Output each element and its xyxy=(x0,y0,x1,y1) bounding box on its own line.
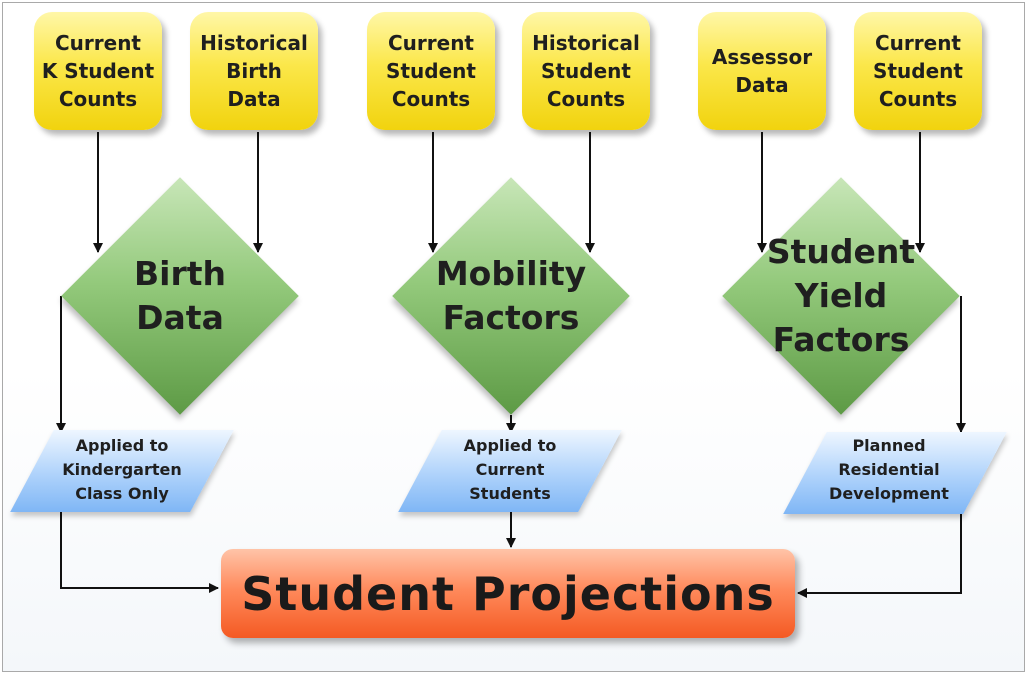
input-historical-birth-data: Historical Birth Data xyxy=(190,12,318,130)
arrow-planned-to-result xyxy=(797,492,962,598)
result-student-projections: Student Projections xyxy=(221,549,795,638)
input-label: Assessor Data xyxy=(711,45,813,97)
input-current-student-counts: Current Student Counts xyxy=(367,12,495,130)
input-historical-student-counts: Historical Student Counts xyxy=(522,12,650,130)
arrow-applied-k-to-result xyxy=(60,512,219,593)
input-label: Current Student Counts xyxy=(386,31,476,111)
factor-birth-data-label: Birth Data xyxy=(133,254,226,337)
result-label: Student Projections xyxy=(241,566,775,621)
application-kindergarten-label: Applied to Kindergarten Class Only xyxy=(62,436,182,503)
factor-student-yield-label: Student Yield Factors xyxy=(766,232,916,359)
input-label: Historical Birth Data xyxy=(200,31,308,111)
application-planned-residential-label: Planned Residential Development xyxy=(829,436,949,503)
input-label: Historical Student Counts xyxy=(532,31,640,111)
input-label: Current Student Counts xyxy=(873,31,963,111)
factor-mobility-label: Mobility Factors xyxy=(435,254,587,337)
input-current-k-student-counts: Current K Student Counts xyxy=(34,12,162,130)
input-label: Current K Student Counts xyxy=(41,31,155,111)
input-current-student-counts-2: Current Student Counts xyxy=(854,12,982,130)
application-current-students-label: Applied to Current Students xyxy=(463,436,557,503)
input-assessor-data: Assessor Data xyxy=(698,12,826,130)
